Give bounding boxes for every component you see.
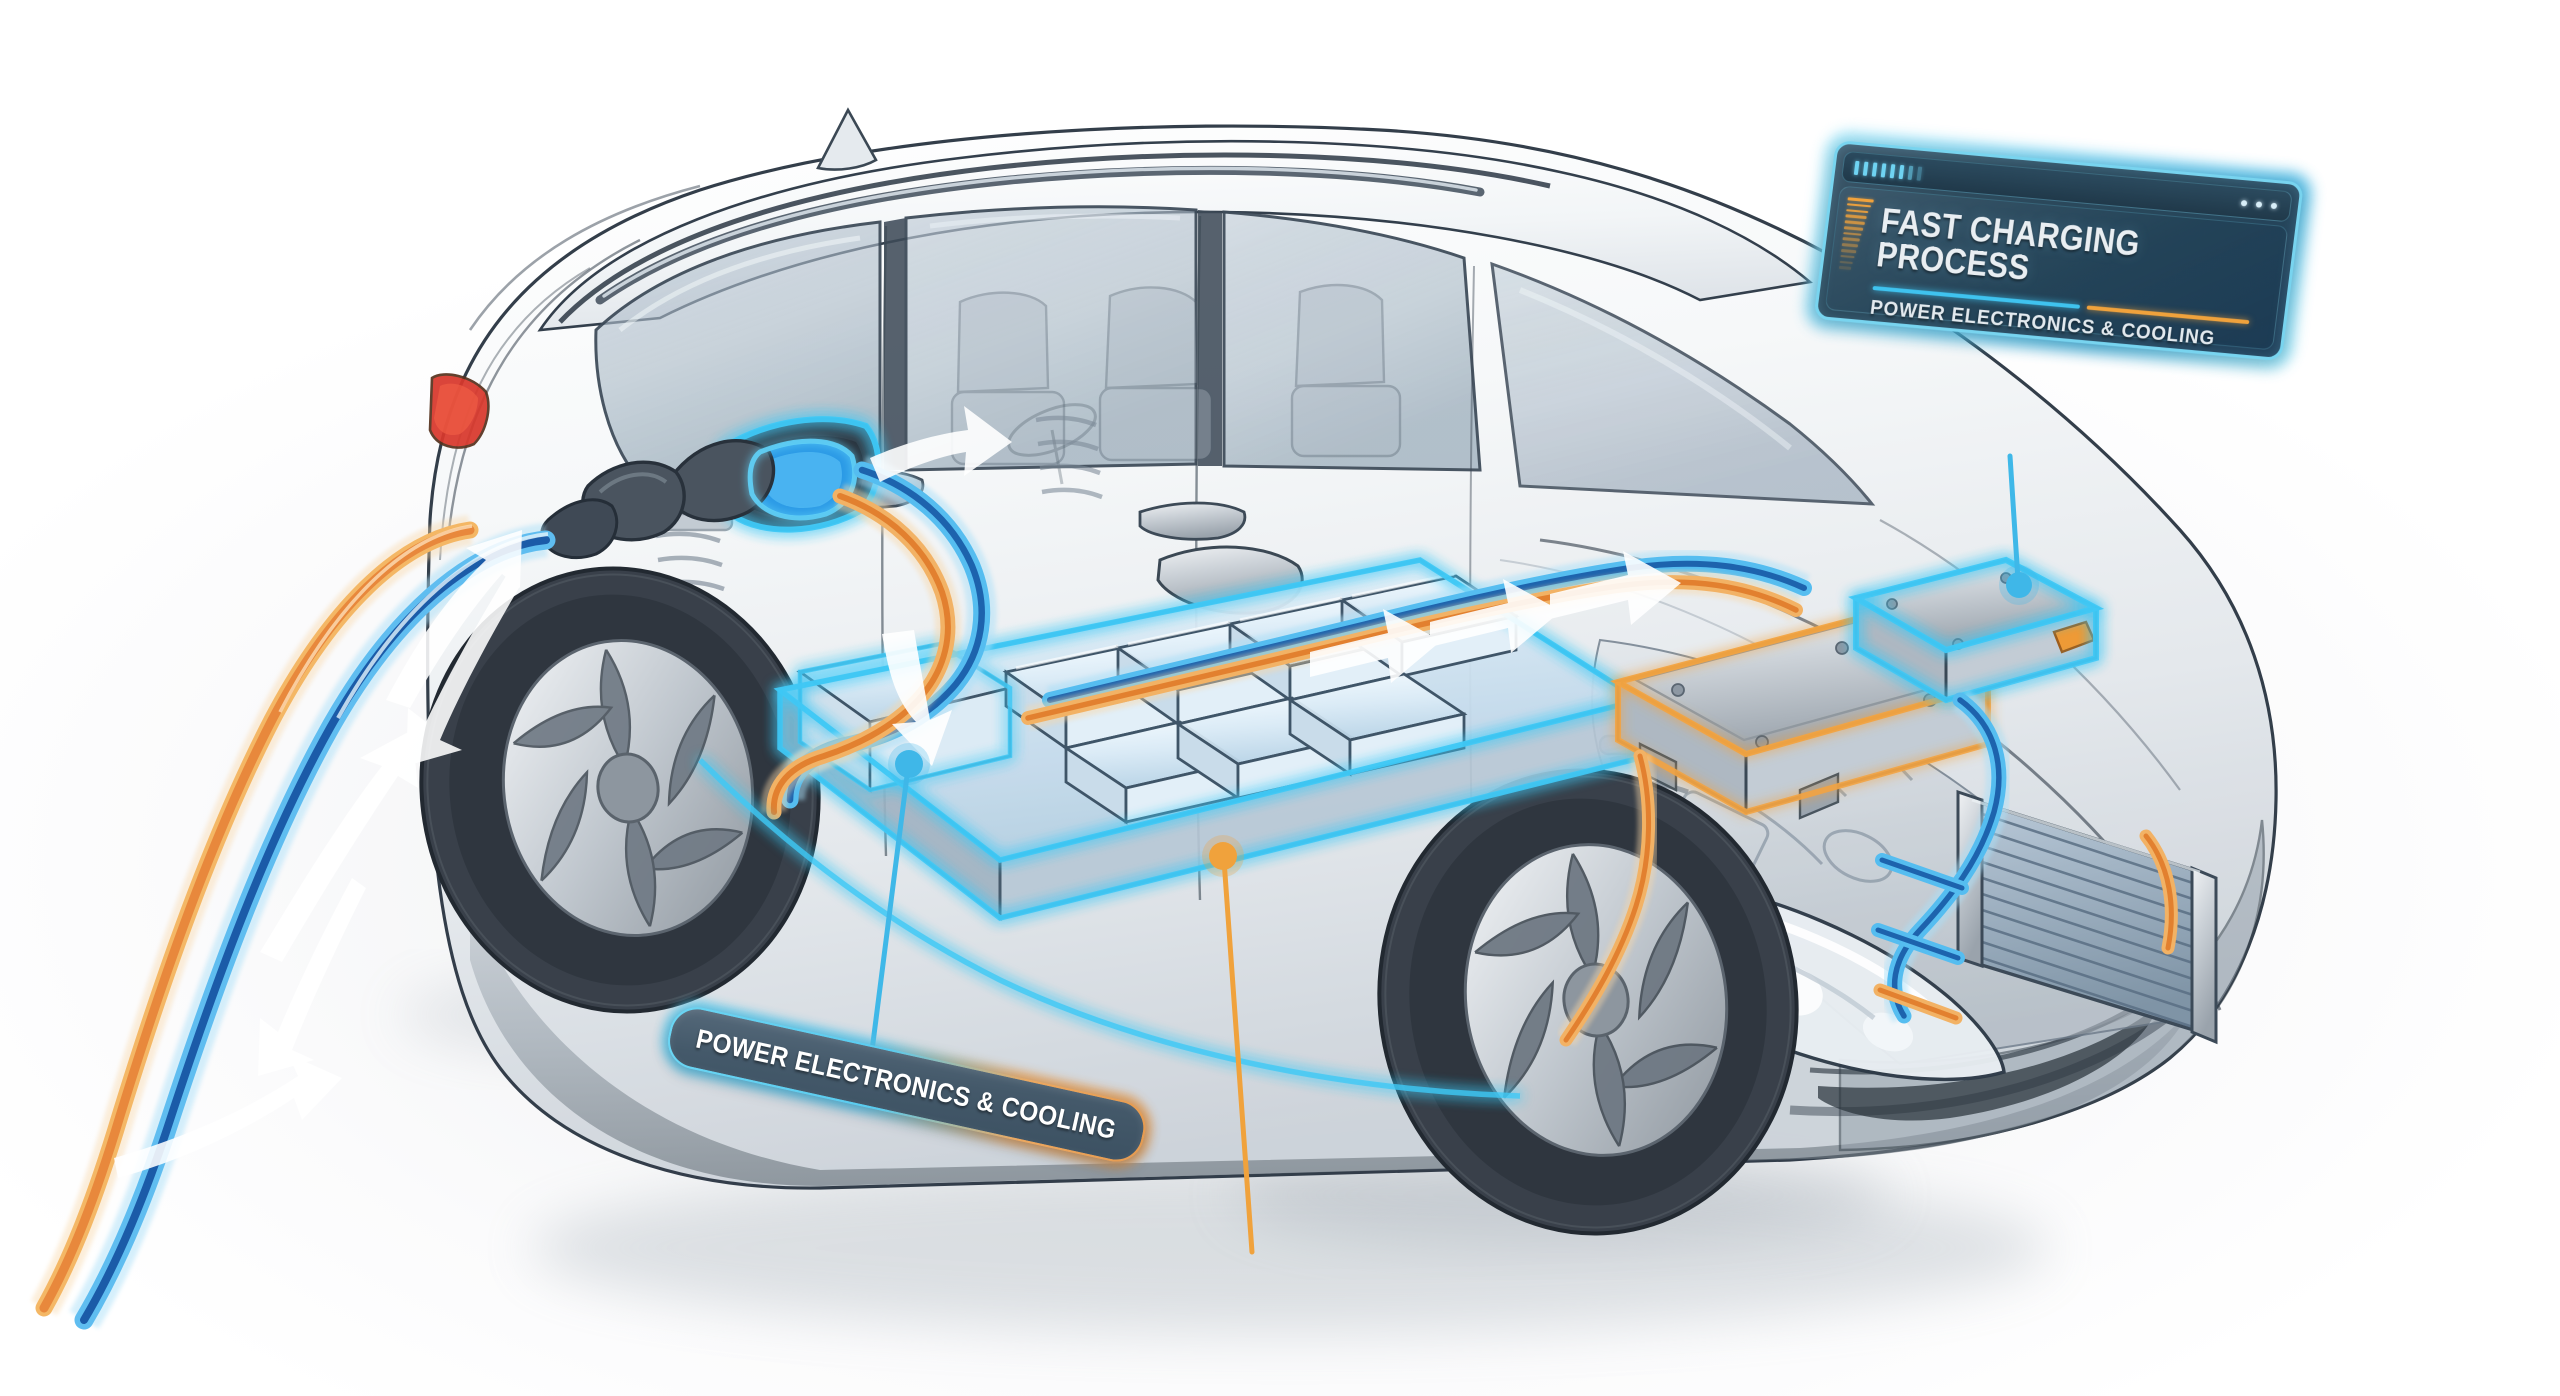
leader-line-hud — [1999, 453, 2039, 605]
taillight — [428, 373, 490, 449]
steering-wheel — [1007, 403, 1097, 485]
hud-panel-title: FAST CHARGING PROCESS — [1874, 201, 2143, 289]
shark-fin-antenna — [816, 107, 878, 171]
charging-plug — [540, 439, 857, 559]
hud-level-bars-icon — [1838, 197, 1874, 271]
flow-orange-external — [30, 515, 479, 1317]
hud-status-dots-icon — [2240, 199, 2278, 210]
door-handle-front — [1138, 501, 1247, 541]
charging-plug-glow — [747, 438, 858, 521]
side-glass-group — [594, 205, 1876, 506]
leader-line-battery-power — [1202, 835, 1255, 1255]
fast-charging-hud-panel[interactable]: FAST CHARGING PROCESS POWER ELECTRONICS … — [1803, 130, 2315, 372]
hud-signal-ticks-icon — [1853, 160, 1923, 181]
interior-seats — [950, 283, 1402, 466]
leader-line-battery-cool — [865, 743, 930, 1085]
rocker-glow — [698, 758, 1521, 1099]
wheel-rear — [419, 566, 821, 1014]
flow-arrows-vehicle — [870, 406, 1681, 766]
flow-arrows-external — [114, 530, 522, 1178]
inverter-outline-cyan — [1848, 556, 2105, 704]
